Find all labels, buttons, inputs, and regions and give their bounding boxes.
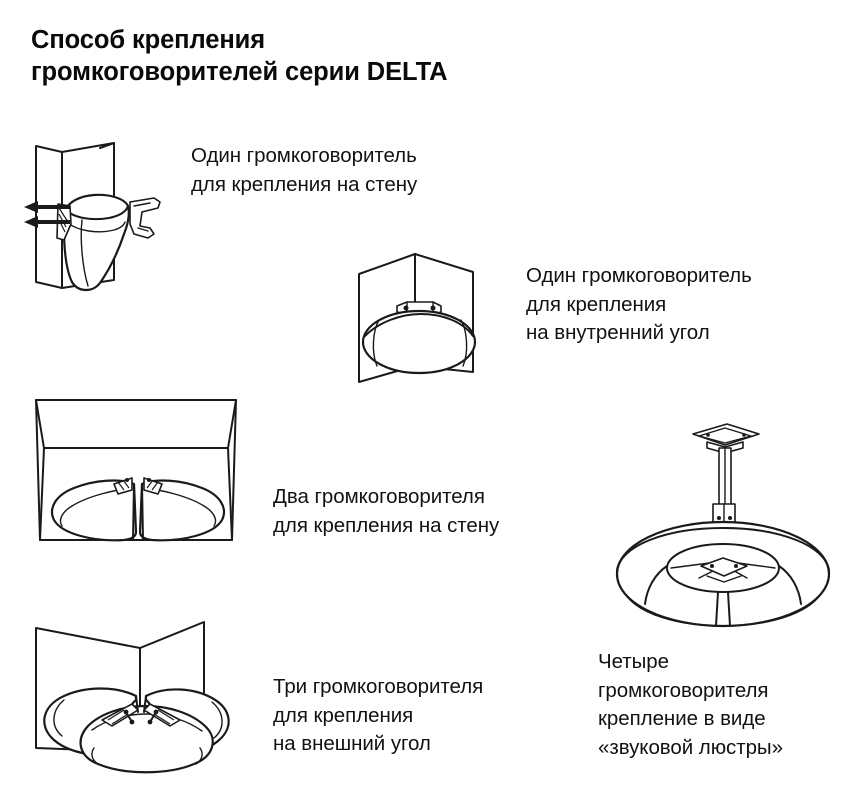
caption-one-speaker-inner-corner: Один громкоговоритель для крепления на в… bbox=[526, 264, 752, 344]
center-joint bbox=[132, 483, 144, 541]
bracket-right-4 bbox=[143, 703, 181, 727]
wall-top-lip bbox=[35, 399, 237, 449]
speaker-body-3-right bbox=[138, 479, 226, 542]
ring-seam-front bbox=[715, 591, 731, 627]
speaker-body-2 bbox=[361, 309, 477, 375]
figure-one-speaker-inner-corner bbox=[345, 248, 520, 393]
speaker-body-3-left bbox=[50, 479, 138, 542]
speaker-body-1 bbox=[62, 193, 130, 292]
caption-four-speakers-ceiling: Четыре громкоговорителя крепление в виде… bbox=[598, 650, 783, 759]
page-title: Способ крепления громкоговорителей серии… bbox=[31, 26, 448, 86]
caption-two-speakers-wall: Два громкоговорителя для крепления на ст… bbox=[273, 485, 500, 537]
figure-one-speaker-wall bbox=[14, 128, 184, 293]
figure-two-speakers-wall bbox=[28, 392, 253, 572]
ceiling-plate bbox=[692, 423, 760, 446]
hub-bracket bbox=[700, 557, 748, 577]
bracket-left-4 bbox=[101, 703, 139, 727]
caption-one-speaker-wall: Один громкоговоритель для крепления на с… bbox=[191, 144, 418, 196]
direction-arrows bbox=[24, 201, 70, 228]
ring-seam-right bbox=[778, 565, 802, 605]
figure-three-speakers-outer-corner bbox=[28, 600, 263, 782]
ring-seam-left bbox=[644, 565, 668, 605]
figure-four-speakers-ceiling bbox=[595, 418, 857, 630]
caption-three-speakers-outer-corner: Три громкоговорителя для крепления на вн… bbox=[273, 675, 484, 755]
